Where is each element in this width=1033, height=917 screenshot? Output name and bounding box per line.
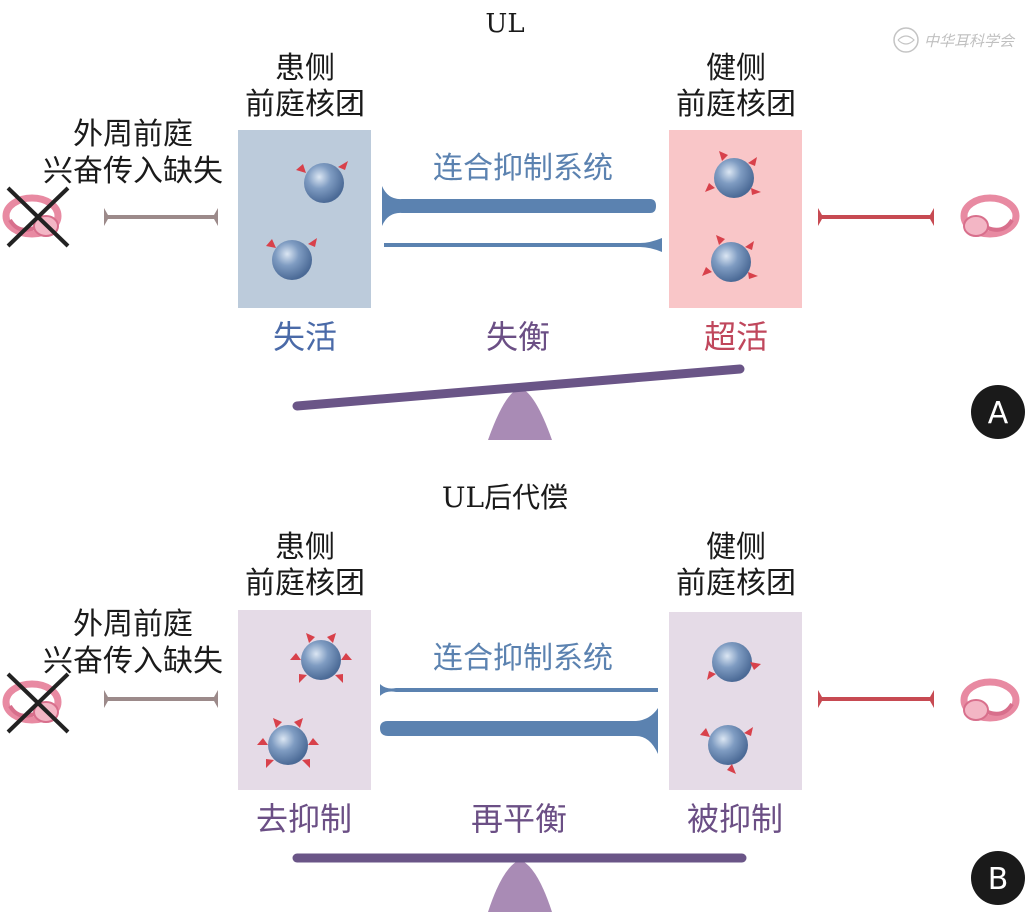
panel-a-commissural-label: 连合抑制系统: [433, 151, 613, 186]
panel-a-left-nerve: [104, 208, 218, 226]
panel-a-right-state: 超活: [704, 318, 768, 356]
watermark-text: 中华耳科学会: [924, 32, 1016, 50]
panel-a-left-nucleus-line2: 前庭核团: [245, 87, 365, 122]
inner-ear-icon: [960, 194, 1020, 238]
panel-b-left-nucleus-line2: 前庭核团: [245, 566, 365, 601]
panel-a-middle-state: 失衡: [486, 318, 550, 356]
panel-a-input-loss-line1: 外周前庭: [73, 117, 193, 152]
panel-a-right-nerve: [818, 208, 934, 226]
cross-icon: [6, 672, 70, 734]
panel-b-left-nucleus-line1: 患侧: [275, 530, 335, 565]
panel-b-left-nucleus-box: [238, 610, 371, 790]
panel-a-commissural-thick: [382, 186, 656, 226]
panel-b-middle-state: 再平衡: [471, 800, 567, 838]
panel-b-fulcrum: [488, 860, 552, 912]
neuron-icon: [257, 718, 319, 768]
watermark-seal-icon: [893, 27, 919, 53]
panel-a-beam: [292, 364, 745, 411]
inner-ear-icon: [960, 678, 1020, 722]
panel-b-left-nerve: [104, 690, 218, 708]
panel-b-input-loss-line2: 兴奋传入缺失: [43, 644, 223, 679]
panel-a-left-state: 失活: [273, 318, 337, 356]
panel-a-fulcrum: [488, 388, 552, 440]
panel-b-right-nucleus-line1: 健侧: [706, 530, 766, 565]
panel-a-title: UL: [485, 9, 524, 39]
panel-b-commissural-thin: [380, 684, 658, 696]
panel-b-right-state: 被抑制: [687, 800, 783, 838]
panel-b-input-loss-line1: 外周前庭: [73, 607, 193, 642]
cross-icon: [6, 186, 70, 248]
panel-b-badge-label: B: [988, 862, 1009, 897]
panel-a-commissural-thin: [384, 238, 662, 252]
panel-b-title: UL后代偿: [442, 481, 568, 514]
panel-b-commissural-label: 连合抑制系统: [433, 641, 613, 676]
neuron-icon: [290, 633, 352, 683]
neuron-icon: [702, 235, 758, 282]
panel-b-right-nucleus-line2: 前庭核团: [676, 566, 796, 601]
panel-a-right-nucleus-line2: 前庭核团: [676, 87, 796, 122]
panel-a-input-loss-line2: 兴奋传入缺失: [43, 154, 223, 189]
panel-a-left-nucleus-box: [238, 130, 371, 308]
panel-b-commissural-thick: [380, 708, 658, 754]
panel-a-right-nucleus-line1: 健侧: [706, 51, 766, 86]
neuron-icon: [266, 238, 317, 280]
panel-a: UL 患侧 前庭核团 健侧 前庭核团 外周前庭 兴奋传入缺失: [2, 9, 1025, 440]
panel-b: UL后代偿 患侧 前庭核团 健侧 前庭核团 外周前庭 兴奋传入缺失 连合抑制系统: [2, 481, 1025, 912]
panel-b-right-nerve: [818, 690, 934, 708]
panel-a-badge: A: [971, 385, 1025, 439]
neuron-icon: [705, 151, 761, 198]
panel-a-badge-label: A: [988, 396, 1009, 431]
panel-b-badge: B: [971, 851, 1025, 905]
neuron-icon: [707, 642, 761, 682]
panel-a-left-nucleus-line1: 患侧: [275, 51, 335, 86]
neuron-icon: [296, 161, 348, 203]
panel-b-left-state: 去抑制: [256, 800, 352, 838]
watermark: 中华耳科学会: [893, 27, 1016, 53]
neuron-icon: [700, 725, 753, 774]
